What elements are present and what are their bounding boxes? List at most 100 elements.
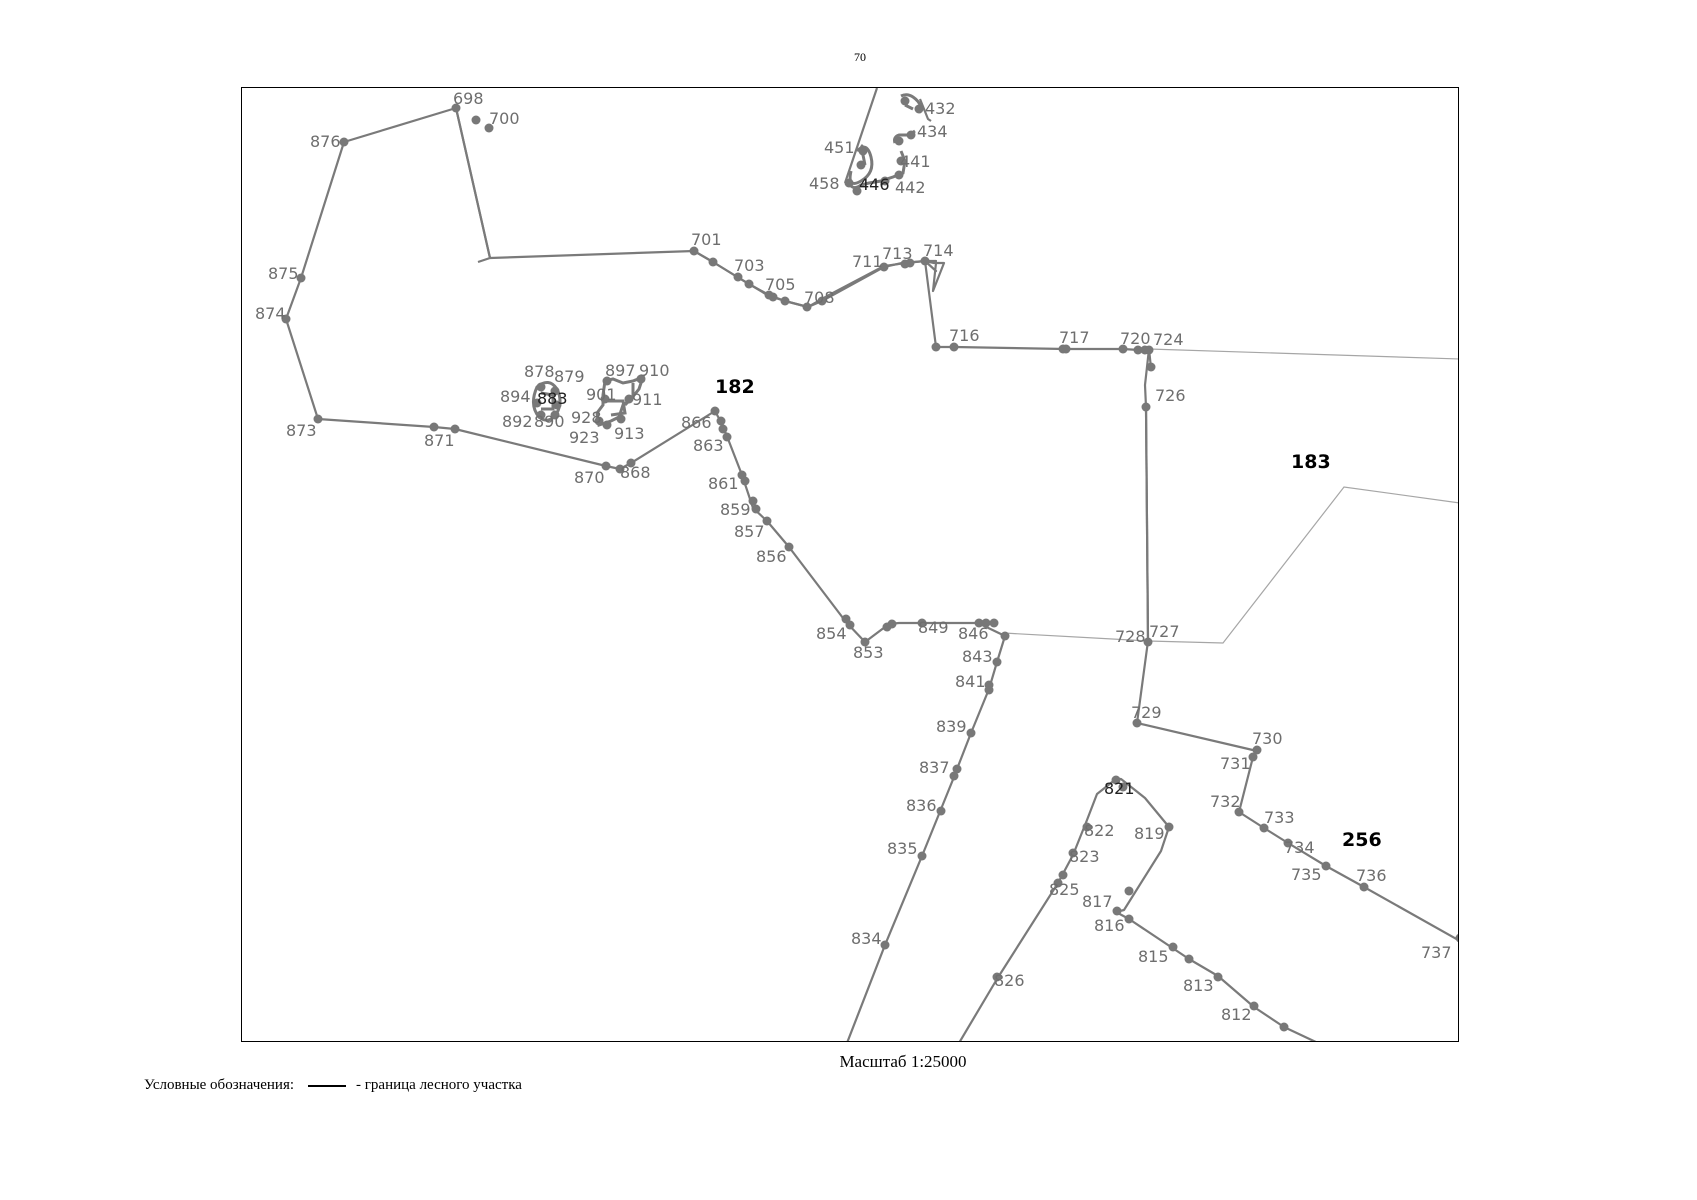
label-849: 849 bbox=[918, 618, 949, 637]
point-835 bbox=[917, 851, 927, 861]
label-816: 816 bbox=[1094, 916, 1125, 935]
point-724 bbox=[1144, 345, 1154, 355]
point-815 bbox=[1168, 942, 1178, 952]
point-834 bbox=[880, 940, 890, 950]
point-451b bbox=[856, 160, 866, 170]
label-734: 734 bbox=[1284, 838, 1315, 857]
label-873: 873 bbox=[286, 421, 317, 440]
point-713 bbox=[905, 258, 915, 268]
point-labels: 698 700 876 875 874 873 871 870 868 866 … bbox=[255, 89, 1452, 1024]
point-735 bbox=[1321, 861, 1331, 871]
point-848 bbox=[974, 618, 984, 628]
point-846 bbox=[989, 618, 999, 628]
point-700a bbox=[471, 115, 481, 125]
scale-label: Масштаб 1:25000 bbox=[839, 1052, 967, 1071]
boundary-north-west bbox=[284, 106, 1007, 1041]
map-frame[interactable]: 698 700 876 875 874 873 871 870 868 866 … bbox=[241, 87, 1459, 1042]
point-866 bbox=[710, 406, 720, 416]
quarter-line-top bbox=[1148, 348, 1458, 360]
label-871: 871 bbox=[424, 431, 455, 450]
label-822: 822 bbox=[1084, 821, 1115, 840]
legend-title: Условные обозначения: bbox=[144, 1077, 295, 1093]
label-819: 819 bbox=[1134, 824, 1165, 843]
point-717 bbox=[1061, 344, 1071, 354]
label-863: 863 bbox=[693, 436, 724, 455]
label-890: 890 bbox=[534, 412, 565, 431]
point-813 bbox=[1213, 972, 1223, 982]
point-451 bbox=[858, 146, 868, 156]
point-853 bbox=[860, 637, 870, 647]
label-737: 737 bbox=[1421, 943, 1452, 962]
map-canvas[interactable]: 698 700 876 875 874 873 871 870 868 866 … bbox=[242, 88, 1459, 1042]
quarter-label-182: 182 bbox=[715, 376, 755, 398]
point-894 bbox=[532, 398, 542, 408]
point-869 bbox=[615, 464, 625, 474]
boundary-north-outer bbox=[843, 88, 879, 184]
boundary-north-line bbox=[454, 107, 492, 259]
point-910 bbox=[636, 374, 646, 384]
map-content: 698 700 876 875 874 873 871 870 868 866 … bbox=[255, 88, 1458, 1041]
label-879: 879 bbox=[554, 367, 585, 386]
quarter-lines bbox=[1003, 348, 1458, 644]
label-458: 458 bbox=[809, 174, 840, 193]
label-897: 897 bbox=[605, 361, 636, 380]
label-856: 856 bbox=[756, 547, 787, 566]
point-732 bbox=[1234, 807, 1244, 817]
point-861 bbox=[740, 476, 750, 486]
quarter-label-183: 183 bbox=[1291, 451, 1331, 473]
point-845 bbox=[1000, 631, 1010, 641]
point-704 bbox=[744, 279, 754, 289]
point-719 bbox=[1118, 344, 1128, 354]
point-720 bbox=[1133, 345, 1143, 355]
point-725 bbox=[1146, 362, 1156, 372]
label-859: 859 bbox=[720, 500, 751, 519]
label-813: 813 bbox=[1183, 976, 1214, 995]
label-714: 714 bbox=[923, 241, 954, 260]
point-883 bbox=[552, 400, 562, 410]
point-879 bbox=[550, 386, 560, 396]
point-928 bbox=[594, 416, 604, 426]
point-432 bbox=[914, 104, 924, 114]
point-726 bbox=[1141, 402, 1151, 412]
label-868: 868 bbox=[620, 463, 651, 482]
point-890 bbox=[550, 410, 560, 420]
point-730 bbox=[1252, 745, 1262, 755]
point-709 bbox=[817, 296, 827, 306]
point-901 bbox=[600, 394, 610, 404]
label-432: 432 bbox=[925, 99, 956, 118]
page-number: 70 bbox=[854, 50, 866, 64]
point-860 bbox=[748, 496, 758, 506]
legend-boundary-line-icon bbox=[308, 1084, 347, 1087]
point-839 bbox=[966, 728, 976, 738]
point-892 bbox=[536, 410, 546, 420]
label-841: 841 bbox=[955, 672, 986, 691]
label-861: 861 bbox=[708, 474, 739, 493]
point-843 bbox=[992, 657, 1002, 667]
point-442 bbox=[894, 170, 904, 180]
label-846: 846 bbox=[958, 624, 989, 643]
label-733: 733 bbox=[1264, 808, 1295, 827]
quarter-label-256: 256 bbox=[1342, 829, 1382, 851]
point-711 bbox=[879, 262, 889, 272]
point-716 bbox=[949, 342, 959, 352]
point-816 bbox=[1124, 914, 1134, 924]
label-853: 853 bbox=[853, 643, 884, 662]
label-857: 857 bbox=[734, 522, 765, 541]
label-732: 732 bbox=[1210, 792, 1241, 811]
label-876: 876 bbox=[310, 132, 341, 151]
point-871a bbox=[429, 422, 439, 432]
point-737 bbox=[1455, 933, 1458, 943]
point-811 bbox=[1279, 1022, 1289, 1032]
label-442: 442 bbox=[895, 178, 926, 197]
label-724: 724 bbox=[1153, 330, 1184, 349]
label-910: 910 bbox=[639, 361, 670, 380]
label-713: 713 bbox=[882, 244, 913, 263]
point-818 bbox=[1124, 886, 1134, 896]
label-451: 451 bbox=[824, 138, 855, 157]
point-863 bbox=[722, 432, 732, 442]
label-854: 854 bbox=[816, 624, 847, 643]
boundary-east-south-link bbox=[1144, 406, 1150, 642]
point-814 bbox=[1184, 954, 1194, 964]
label-911: 911 bbox=[632, 390, 663, 409]
label-728: 728 bbox=[1115, 627, 1146, 646]
